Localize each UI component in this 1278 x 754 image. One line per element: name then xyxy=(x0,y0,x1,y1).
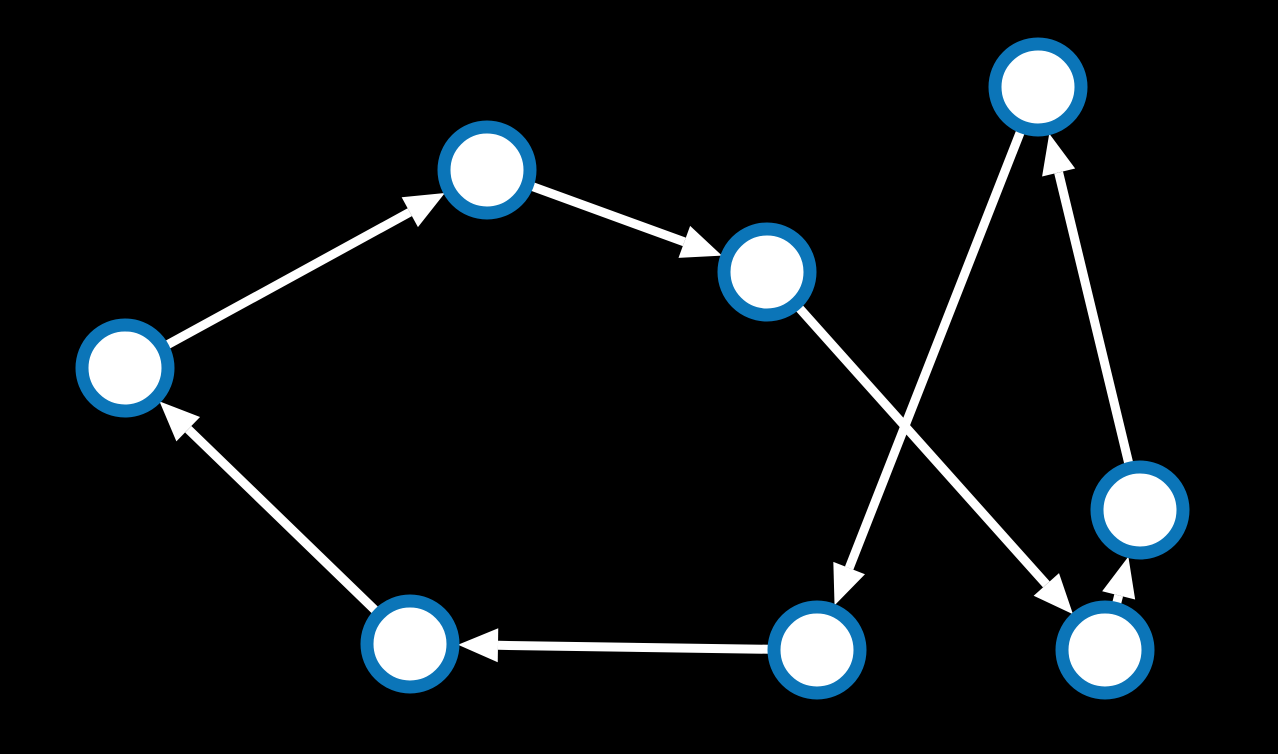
node-circle xyxy=(1090,460,1190,560)
graph-node[interactable] xyxy=(360,594,460,694)
edge-line xyxy=(530,182,686,247)
edge-arrowhead-icon xyxy=(1042,133,1076,177)
graph-node[interactable] xyxy=(1090,460,1190,560)
edge-arrowhead-icon xyxy=(401,193,445,228)
graph-node[interactable] xyxy=(75,318,175,418)
edge-arrowhead-icon xyxy=(833,561,865,606)
node-circle xyxy=(1055,600,1155,700)
graph-node[interactable] xyxy=(988,37,1088,137)
graph-edge[interactable] xyxy=(833,130,1025,606)
node-circle xyxy=(717,222,817,322)
node-circle xyxy=(75,318,175,418)
edge-line xyxy=(795,304,1050,588)
graph-edge[interactable] xyxy=(1102,556,1136,605)
graph-node[interactable] xyxy=(717,222,817,322)
edge-line xyxy=(1054,171,1134,465)
edge-arrowhead-icon xyxy=(1033,573,1073,615)
node-circle xyxy=(360,594,460,694)
node-circle xyxy=(437,120,537,220)
edge-line xyxy=(185,425,379,614)
graph-node[interactable] xyxy=(437,120,537,220)
graph-node[interactable] xyxy=(767,600,867,700)
edge-arrowhead-icon xyxy=(159,401,201,442)
graph-edge[interactable] xyxy=(164,193,445,349)
graph-edge[interactable] xyxy=(159,401,379,614)
edge-line xyxy=(497,640,770,654)
node-circle xyxy=(988,37,1088,137)
nodes-layer xyxy=(75,37,1190,700)
edge-line xyxy=(164,208,412,349)
edge-arrowhead-icon xyxy=(1102,556,1136,600)
graph-edge[interactable] xyxy=(795,304,1073,615)
edges-layer xyxy=(159,130,1136,663)
graph-edge[interactable] xyxy=(1042,133,1134,465)
edge-line xyxy=(844,130,1025,570)
edge-arrowhead-icon xyxy=(678,225,722,258)
edge-arrowhead-icon xyxy=(457,628,499,663)
node-circle xyxy=(767,600,867,700)
graph-node[interactable] xyxy=(1055,600,1155,700)
graph-edge[interactable] xyxy=(530,182,722,258)
graph-edge[interactable] xyxy=(457,628,770,663)
